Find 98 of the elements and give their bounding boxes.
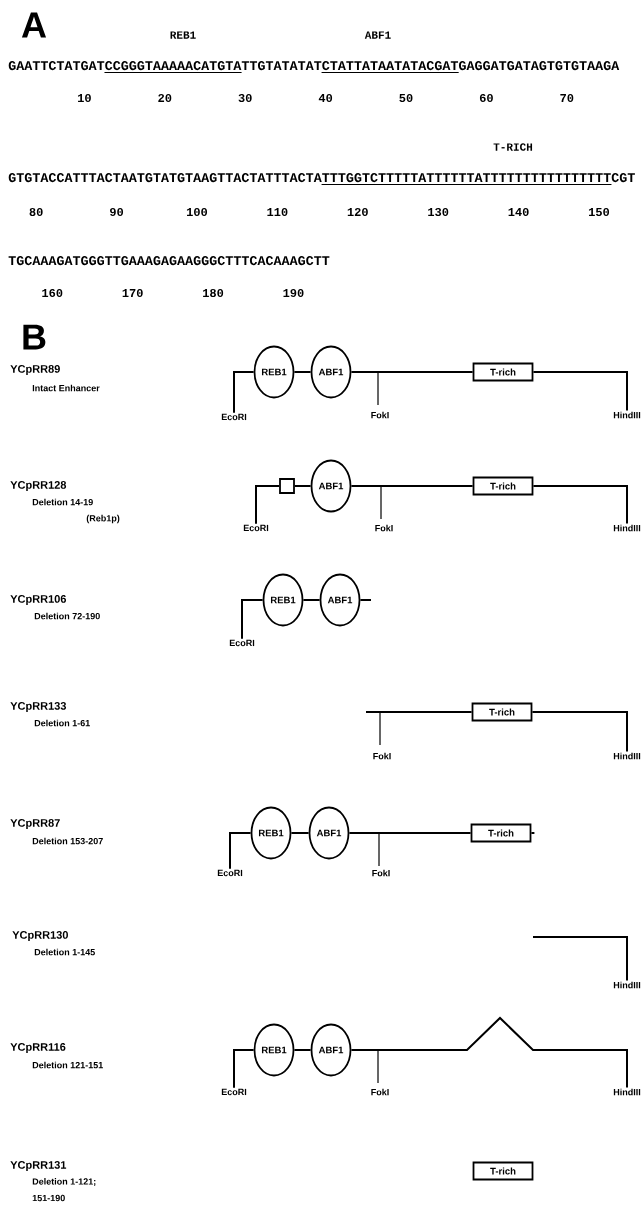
- t-rich-box: T-rich: [472, 1161, 534, 1181]
- position-number: 100: [186, 207, 208, 217]
- dna-line: [293, 485, 312, 487]
- position-number: 20: [158, 93, 172, 103]
- restriction-site-label: EcoRI: [243, 524, 269, 532]
- sequence-text: TTGTATATAT: [241, 61, 322, 71]
- sequence-text: CGT: [611, 173, 635, 183]
- plasmid-name: YCpRR131: [10, 1161, 67, 1171]
- binding-site-oval: ABF1: [319, 573, 361, 627]
- dna-line: [233, 1049, 255, 1089]
- restriction-site-label: FokI: [375, 524, 393, 532]
- site-heading: REB1: [170, 31, 196, 39]
- dna-line: [302, 599, 321, 601]
- empty-box: [279, 478, 295, 494]
- restriction-site-label: HindIII: [613, 411, 641, 419]
- position-number: 50: [399, 93, 413, 103]
- restriction-site-label: EcoRI: [229, 639, 255, 647]
- dna-line: [241, 599, 264, 640]
- t-rich-box: T-rich: [472, 362, 534, 382]
- dna-line: [255, 485, 281, 525]
- deletion-note: Intact Enhancer: [32, 384, 100, 392]
- deletion-note: Deletion 1-61: [34, 719, 90, 727]
- plasmid-name: YCpRR128: [10, 481, 67, 491]
- position-number: 170: [122, 288, 143, 298]
- site-heading: T-RICH: [493, 143, 533, 151]
- binding-site-oval: REB1: [253, 1023, 295, 1077]
- plasmid-name: YCpRR106: [10, 595, 67, 605]
- dna-line: [531, 711, 628, 753]
- restriction-site-label: HindIII: [613, 752, 641, 760]
- binding-site-oval: ABF1: [310, 459, 352, 513]
- deletion-note: Deletion 1-145: [34, 948, 95, 956]
- position-number: 160: [42, 288, 63, 298]
- binding-site-oval: REB1: [253, 345, 295, 399]
- dna-line: [293, 371, 312, 373]
- position-number: 120: [347, 207, 368, 217]
- t-rich-box: T-rich: [471, 702, 533, 722]
- plasmid-name: YCpRR130: [12, 931, 68, 941]
- dna-line: [229, 832, 252, 870]
- deletion-note: (Reb1p): [86, 514, 120, 524]
- dna-line: [532, 485, 628, 525]
- deletion-note: Deletion 72-190: [34, 612, 100, 620]
- position-number: 30: [238, 93, 252, 103]
- panel-letter: B: [23, 324, 46, 350]
- position-number: 150: [588, 207, 610, 217]
- restriction-site-label: FokI: [372, 869, 390, 877]
- site-heading: ABF1: [364, 31, 391, 39]
- position-number: 80: [29, 207, 43, 217]
- deletion-note: Deletion 121-151: [32, 1061, 103, 1069]
- position-number: 60: [479, 93, 493, 103]
- position-number: 130: [428, 207, 449, 217]
- restriction-site-label: EcoRI: [221, 413, 247, 421]
- binding-site-oval: ABF1: [310, 345, 352, 399]
- position-number: 140: [508, 207, 529, 217]
- dna-line: [350, 371, 474, 373]
- position-number: 180: [203, 288, 224, 298]
- restriction-site-label: HindIII: [613, 1088, 641, 1096]
- restriction-site-label: FokI: [371, 1088, 389, 1096]
- plasmid-name: YCpRR133: [10, 702, 67, 712]
- dna-line: [350, 1016, 628, 1089]
- deletion-note: Deletion 1-121;: [32, 1178, 96, 1186]
- dna-line: [348, 832, 472, 834]
- position-number: 190: [283, 288, 304, 298]
- binding-site-oval: ABF1: [308, 806, 350, 860]
- restriction-site-label: HindIII: [613, 981, 641, 989]
- panel-letter: A: [21, 12, 47, 38]
- plasmid-name: YCpRR89: [10, 365, 60, 375]
- deletion-note: Deletion 14-19: [32, 498, 93, 506]
- position-number: 10: [78, 93, 91, 103]
- plasmid-name: YCpRR116: [10, 1043, 66, 1053]
- dna-line: [233, 371, 255, 414]
- position-number: 70: [560, 93, 574, 103]
- deletion-note: 151-190: [32, 1194, 65, 1202]
- sequence-text: TGCAAAGATGGGTTGAAAGAGAAGGGCTTTCACAAAGCTT: [8, 256, 330, 266]
- deletion-note: Deletion 153-207: [32, 837, 103, 845]
- restriction-site-label: FokI: [371, 411, 389, 419]
- dna-line: [532, 371, 628, 412]
- restriction-site-label: EcoRI: [221, 1088, 247, 1096]
- dna-line: [532, 936, 628, 982]
- sequence-text: GAGGATGATAGTGTGTAAGA: [458, 61, 620, 71]
- restriction-site-label: HindIII: [613, 524, 641, 532]
- dna-line: [293, 1049, 312, 1051]
- dna-line: [290, 832, 310, 834]
- binding-site-oval: ABF1: [310, 1023, 352, 1077]
- restriction-site-label: FokI: [373, 752, 391, 760]
- position-number: 90: [110, 207, 124, 217]
- dna-line: [350, 485, 474, 487]
- plasmid-name: YCpRR87: [10, 819, 60, 829]
- underlined-sequence: TTTGGTCTTTTTATTTTTTATTTTTTTTTTTTTTTT: [321, 173, 612, 185]
- sequence-text: GAATTCTATGAT: [8, 61, 105, 71]
- t-rich-box: T-rich: [470, 823, 532, 843]
- sequence-text: GTGTACCATTTACTAATGTATGTAAGTTACTATTTACTA: [8, 173, 322, 183]
- binding-site-oval: REB1: [250, 806, 292, 860]
- restriction-site-label: EcoRI: [217, 869, 243, 877]
- binding-site-oval: REB1: [262, 573, 304, 627]
- t-rich-box: T-rich: [472, 476, 534, 496]
- position-number: 40: [318, 93, 333, 103]
- underlined-sequence: CCGGGTAAAAACATGTA: [104, 61, 243, 73]
- position-number: 110: [267, 207, 288, 217]
